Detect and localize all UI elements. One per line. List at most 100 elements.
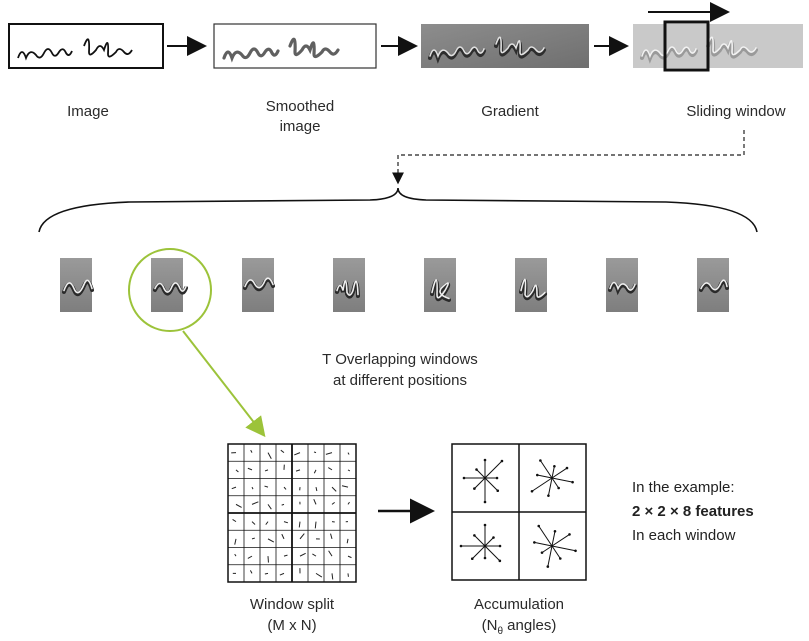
window-split-grid <box>227 443 357 583</box>
window-thumbnail-bg <box>60 258 92 312</box>
gradient-tick <box>247 555 253 559</box>
window-thumbnail <box>606 258 638 312</box>
windows-brace <box>38 187 758 233</box>
split-label-line2: (M x N) <box>267 617 317 634</box>
orientation-ray <box>484 545 501 562</box>
window-strip <box>60 258 729 312</box>
gradient-tick <box>330 533 333 540</box>
orientation-ray-tip <box>571 480 574 484</box>
window-thumbnail <box>60 258 94 312</box>
orientation-ray-tip <box>557 486 560 490</box>
gradient-tick <box>267 504 272 510</box>
orientation-ray-tip <box>498 544 502 548</box>
gradient-tick <box>235 469 239 473</box>
orientation-ray <box>547 477 553 496</box>
window-stroke-highlight <box>336 280 359 296</box>
gradient-tick <box>341 485 349 488</box>
window-thumbnail <box>515 258 547 312</box>
orientation-ray-tip <box>459 544 463 548</box>
gradient-tick <box>281 533 285 540</box>
orientation-ray-tip <box>483 523 487 527</box>
orientation-ray <box>551 466 555 479</box>
window-thumbnail-bg <box>515 258 547 312</box>
gradient-tick <box>313 451 317 454</box>
accumulation-panel <box>451 443 587 581</box>
orientation-ray-tip <box>462 476 466 480</box>
orientation-ray <box>551 477 560 489</box>
gradient-tick <box>313 498 317 505</box>
gradient-tick <box>281 503 285 506</box>
window-thumbnail <box>242 258 275 312</box>
gradient-tick <box>328 467 333 471</box>
windows-caption-line2: at different positions <box>333 372 467 389</box>
window-stroke-shadow <box>608 282 637 296</box>
gradient-tick <box>314 521 317 529</box>
highlight-circle <box>128 248 212 332</box>
orientation-ray-tip <box>483 556 487 560</box>
gradient-tick <box>231 486 237 490</box>
orientation-ray-tip <box>483 500 487 504</box>
orientation-ray-tip <box>500 459 504 463</box>
gradient-tick <box>267 538 275 543</box>
window-thumbnail-bg <box>333 258 365 312</box>
smoothed-label-line2: image <box>279 118 321 135</box>
orientation-ray-tip <box>540 551 544 554</box>
orientation-ray <box>484 537 494 547</box>
gradient-tick <box>347 452 350 455</box>
orientation-ray <box>471 545 486 560</box>
orientation-ray-tip <box>553 529 557 533</box>
gradient-image-panel <box>421 24 589 68</box>
gradient-tick <box>347 501 350 505</box>
orientation-ray-tip <box>475 468 478 471</box>
orientation-ray-tip <box>546 565 550 568</box>
orientation-ray <box>474 477 486 489</box>
gradient-tick <box>264 485 269 488</box>
orientation-ray-tip <box>483 458 487 462</box>
gradient-tick <box>328 550 333 557</box>
dashed-connector <box>392 130 745 185</box>
window-thumbnail <box>333 258 365 312</box>
gradient-tick <box>249 570 253 574</box>
orientation-ray <box>551 531 556 547</box>
gradient-tick <box>265 521 269 525</box>
window-stroke-highlight <box>431 279 450 300</box>
split-label-line1: Window split <box>249 596 335 613</box>
orientation-ray <box>551 477 573 483</box>
sliding-window-box <box>663 20 710 72</box>
windows-caption-line1: T Overlapping windows <box>322 351 478 368</box>
orientation-ray <box>551 545 576 552</box>
gradient-tick <box>347 469 351 472</box>
gradient-tick <box>331 486 337 492</box>
accumulation-label-line1: Accumulation <box>473 596 565 613</box>
orientation-ray <box>537 474 553 479</box>
smoothed-label-line1: Smoothed <box>265 98 335 115</box>
gradient-tick <box>315 572 323 578</box>
gradient-tick <box>234 553 237 557</box>
orientation-ray <box>476 469 486 479</box>
gradient-tick <box>298 521 301 528</box>
window-stroke-highlight <box>520 278 546 298</box>
orientation-ray-tip <box>496 489 500 493</box>
gradient-tick <box>283 521 289 524</box>
orientation-ray-tip <box>498 559 502 563</box>
example-line3: In each window <box>632 527 736 544</box>
orientation-ray <box>484 477 499 492</box>
gradient-tick <box>312 553 317 557</box>
window-stroke-highlight <box>244 277 274 289</box>
window-stroke-highlight <box>154 282 187 293</box>
gradient-tick <box>331 501 335 505</box>
window-thumbnail <box>151 258 188 312</box>
gradient-tick <box>283 554 288 557</box>
gradient-tick <box>232 519 237 523</box>
gradient-tick <box>247 467 253 471</box>
window-thumbnail-bg <box>424 258 456 312</box>
original-image-panel <box>8 23 164 69</box>
orientation-ray <box>541 545 553 554</box>
orientation-ray-tip <box>568 533 571 536</box>
orientation-ray-tip <box>473 487 476 490</box>
window-stroke-highlight <box>609 281 636 291</box>
orientation-ray-tip <box>539 459 542 462</box>
highlight-arrow <box>182 330 266 438</box>
orientation-ray-tip <box>558 557 562 560</box>
gradient-tick <box>234 538 237 545</box>
